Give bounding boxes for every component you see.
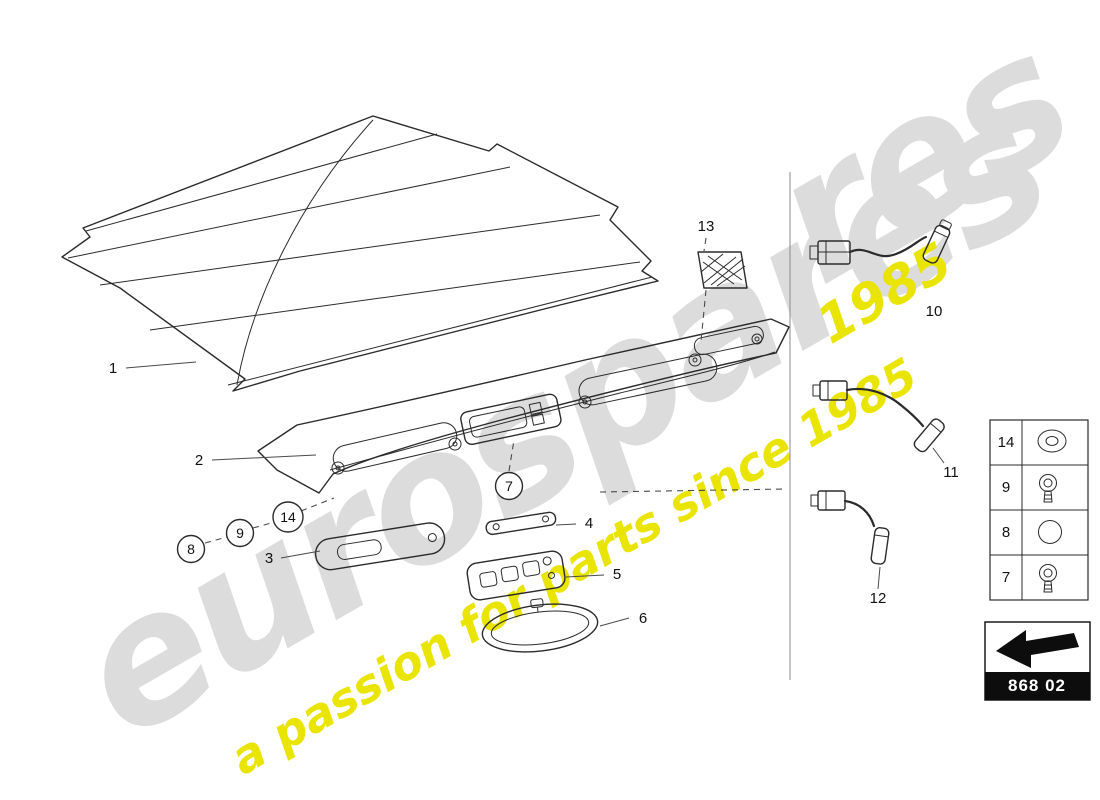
callout-7-circle: 7 xyxy=(494,471,524,501)
headliner-part xyxy=(61,115,659,392)
callout-14-circle: 14 xyxy=(272,501,304,533)
callout-12: 12 xyxy=(870,590,887,607)
legend-label-9: 9 xyxy=(1002,479,1010,496)
legend-row-9: 9 xyxy=(1002,474,1057,503)
callout-9: 9 xyxy=(236,525,244,541)
callout-6: 6 xyxy=(639,610,647,627)
eurospares-arrow-icon xyxy=(996,630,1079,668)
washer-icon xyxy=(1037,429,1067,453)
wiring-harness-10-part xyxy=(809,219,952,265)
sun-visor-part xyxy=(314,522,446,571)
callout-10: 10 xyxy=(926,303,943,320)
rear-view-mirror-part xyxy=(481,598,599,653)
callout-13: 13 xyxy=(698,218,715,235)
callout-5: 5 xyxy=(613,566,621,583)
legend-row-8: 8 xyxy=(1002,520,1062,544)
callout-9-circle: 9 xyxy=(225,518,255,548)
screw-icon xyxy=(1039,474,1057,503)
callout-8: 8 xyxy=(187,541,195,557)
trim-center-console xyxy=(460,393,562,446)
roof-trim-part xyxy=(257,318,790,494)
grommet-icon xyxy=(1038,520,1062,544)
interior-light-panel-part xyxy=(466,550,566,601)
legend-label-8: 8 xyxy=(1002,524,1010,541)
callout-2: 2 xyxy=(195,452,203,469)
callout-7: 7 xyxy=(505,478,513,494)
legend-row-14: 14 xyxy=(998,429,1067,453)
callout-3: 3 xyxy=(265,550,273,567)
hardware-legend: 14 9 8 7 xyxy=(989,419,1089,601)
legend-row-7: 7 xyxy=(1002,564,1057,593)
callout-4: 4 xyxy=(585,515,593,532)
part-group-code-bar xyxy=(985,672,1090,700)
legend-label-14: 14 xyxy=(998,434,1015,451)
callout-8-circle: 8 xyxy=(176,534,206,564)
wiring-harness-11-part xyxy=(812,380,945,453)
callout-11: 11 xyxy=(943,464,959,481)
callout-1: 1 xyxy=(109,360,117,377)
callout-14: 14 xyxy=(280,509,296,525)
leader-lines xyxy=(125,237,945,627)
callouts: 1 2 3 4 5 6 13 10 11 12 7 8 9 14 xyxy=(109,218,959,627)
screw-icon-2 xyxy=(1039,564,1057,593)
part-group-code: 868 02 xyxy=(1008,676,1066,695)
vent-pad-part xyxy=(697,251,748,289)
visor-bracket-part xyxy=(485,511,557,536)
legend-label-7: 7 xyxy=(1002,569,1010,586)
part-group-box: 868 02 xyxy=(984,621,1091,701)
wiring-harness-12-part xyxy=(810,490,890,565)
